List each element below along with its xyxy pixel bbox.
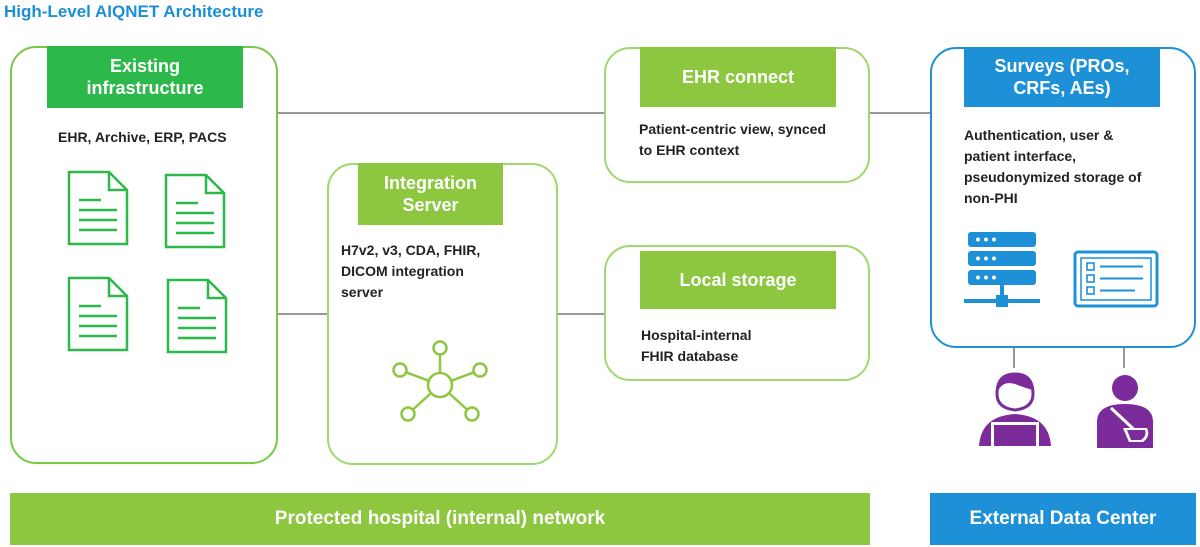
internal-network-bar: Protected hospital (internal) network <box>10 493 870 545</box>
form-screen-icon <box>1073 250 1159 308</box>
user-laptop-icon <box>979 372 1051 446</box>
ehr-connect-header: EHR connect <box>640 47 836 107</box>
diagram-title: High-Level AIQNET Architecture <box>4 2 264 21</box>
local-storage-header: Local storage <box>640 251 836 309</box>
document-icon <box>164 173 226 249</box>
server-icon <box>964 232 1040 307</box>
surveys-header: Surveys (PROs, CRFs, AEs) <box>964 47 1160 107</box>
integration-server-header: Integration Server <box>358 163 503 225</box>
network-hub-icon <box>392 340 488 422</box>
document-icon <box>67 276 129 352</box>
surveys-desc: Authentication, user & patient interface… <box>964 127 1142 206</box>
integration-server-desc: H7v2, v3, CDA, FHIR, DICOM integration s… <box>341 242 481 300</box>
existing-infrastructure-header: Existing infrastructure <box>47 46 243 108</box>
document-icon <box>67 170 129 246</box>
existing-infrastructure-desc: EHR, Archive, ERP, PACS <box>58 129 227 145</box>
document-icon <box>166 278 228 354</box>
existing-infrastructure-box <box>10 46 278 464</box>
local-storage-desc: Hospital-internal FHIR database <box>641 327 752 364</box>
ehr-connect-desc: Patient-centric view, synced to EHR cont… <box>639 121 826 158</box>
external-data-center-bar: External Data Center <box>930 493 1196 545</box>
patient-icon <box>1097 375 1153 448</box>
